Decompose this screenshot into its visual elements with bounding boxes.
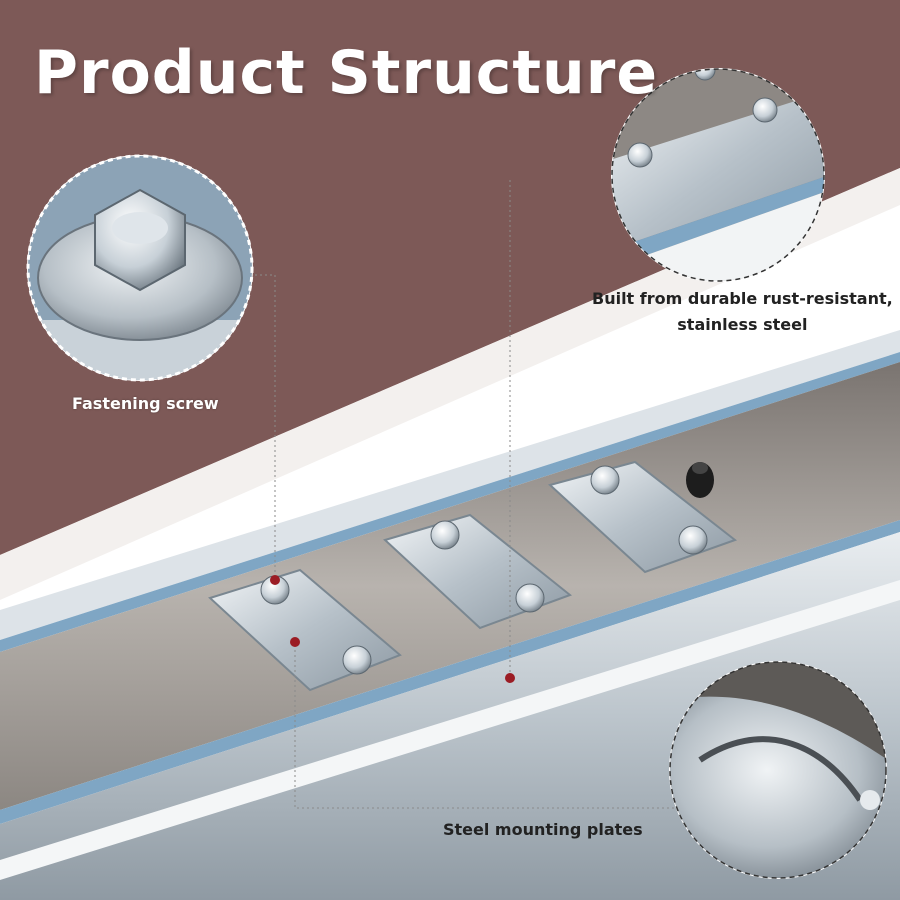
callout-stainless-steel-line2: stainless steel [677, 315, 808, 334]
closeup-rail [611, 68, 825, 282]
callout-mounting-plates: Steel mounting plates [443, 820, 643, 839]
closeup-fastening-screw [26, 154, 254, 382]
callout-stainless-steel: Built from durable rust-resistant, stain… [592, 286, 893, 338]
leader-lines [250, 180, 700, 809]
callout-fastening-screw: Fastening screw [72, 394, 219, 413]
mounting-plate-2 [383, 513, 573, 630]
callout-stainless-steel-line1: Built from durable rust-resistant, [592, 289, 893, 308]
rail-outer-top [0, 330, 900, 640]
mounting-plate-3 [547, 460, 738, 574]
rail-front-highlight [0, 580, 900, 880]
marker-dots [270, 575, 515, 683]
closeup-mounting-plate [669, 661, 887, 879]
light-diagonal-band [0, 168, 900, 600]
mounting-plate-1 [208, 568, 402, 692]
end-stopper [686, 462, 714, 498]
page-title: Product Structure [34, 38, 659, 108]
rail-blue-edge-bottom [0, 520, 900, 824]
rail-blue-edge-top [0, 352, 900, 652]
